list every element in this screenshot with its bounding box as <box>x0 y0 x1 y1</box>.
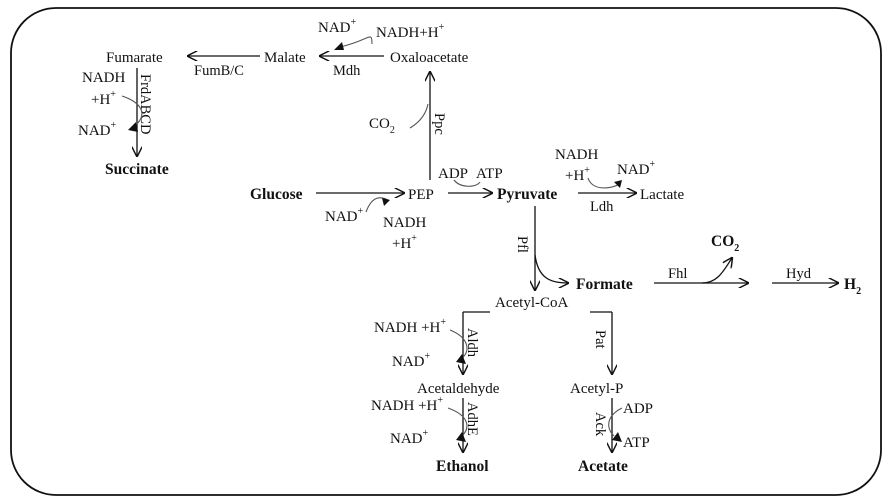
pfl-label: Pfl <box>514 236 530 253</box>
aldh-cofactor-curve <box>449 329 468 359</box>
gly-h-label: +H+ <box>392 233 417 252</box>
succinate-label: Succinate <box>105 161 169 178</box>
frdabcd-label: FrdABCD <box>137 74 153 134</box>
acetyl-coa-label: Acetyl-CoA <box>495 295 568 311</box>
pyruvate-label: Pyruvate <box>497 186 557 203</box>
fumarate-label: Fumarate <box>106 50 163 66</box>
frd-cofactor-curve <box>121 95 143 127</box>
gly-nad-label: NAD+ <box>325 206 364 225</box>
ldh-cofactor-arrowhead <box>614 180 622 188</box>
aldh-nad-label: NAD+ <box>392 351 431 370</box>
adhe-nadh-label: NADH +H+ <box>371 395 443 414</box>
adhe-cofactor-arrowhead <box>456 432 466 442</box>
acetaldehyde-label: Acetaldehyde <box>417 381 500 397</box>
ldh-nadh-label: NADH <box>555 147 598 163</box>
mdh-cofactor-curve <box>339 36 373 48</box>
adhe-nad-label: NAD+ <box>390 428 429 447</box>
fumbc-label: FumB/C <box>194 63 244 79</box>
frd-cofactor-arrowhead <box>128 122 138 132</box>
ldh-label: Ldh <box>590 199 614 215</box>
pk-adp-label: ADP <box>438 166 468 182</box>
mdh-nadh-label: NADH+H+ <box>376 22 445 41</box>
malate-label: Malate <box>264 50 306 66</box>
diagram-frame <box>10 7 882 496</box>
pfl-formate-branch <box>534 254 568 283</box>
mdh-cofactor-arrowhead <box>334 42 344 50</box>
ack-cofactor-arrowhead <box>612 432 622 442</box>
adhe-cofactor-curve <box>447 407 468 437</box>
gly-nadh-label: NADH <box>383 215 426 231</box>
pk-atp-label: ATP <box>476 166 503 182</box>
formate-label: Formate <box>576 276 633 293</box>
ldh-nad-label: NAD+ <box>617 159 656 178</box>
lactate-label: Lactate <box>640 187 684 203</box>
glucose-label: Glucose <box>250 186 303 203</box>
glycolysis-cofactor-arrowhead <box>382 198 390 206</box>
h2-label: H2 <box>844 276 861 297</box>
ppc-co2-label: CO2 <box>369 116 395 136</box>
fhl-co2-curve <box>701 258 732 284</box>
ack-adp-label: ADP <box>623 401 653 417</box>
mdh-label: Mdh <box>333 63 361 79</box>
acetyl-p-label: Acetyl-P <box>570 381 623 397</box>
frd-nadh-label: NADH <box>82 70 125 86</box>
ack-cofactor-curve <box>608 407 623 437</box>
ldh-cofactor-curve <box>587 177 621 189</box>
ppc-cofactor-curve <box>409 103 429 129</box>
pk-cofactor-curve <box>453 179 481 187</box>
ack-atp-label: ATP <box>623 435 650 451</box>
co2-product-label: CO2 <box>711 233 739 254</box>
adhe-label: AdhE <box>464 402 480 436</box>
fhl-label: Fhl <box>668 266 687 282</box>
pep-label: PEP <box>408 187 434 203</box>
ldh-h-label: +H+ <box>565 165 590 184</box>
aldh-cofactor-arrowhead <box>456 354 466 364</box>
ack-label: Ack <box>592 412 608 437</box>
hyd-label: Hyd <box>786 266 812 282</box>
ppc-label: Ppc <box>431 113 447 135</box>
mdh-nad-label: NAD+ <box>318 17 357 36</box>
pat-label: Pat <box>592 330 608 349</box>
ethanol-label: Ethanol <box>436 458 489 475</box>
aldh-nadh-label: NADH +H+ <box>374 317 446 336</box>
oxaloacetate-label: Oxaloacetate <box>390 50 469 66</box>
aldh-label: Aldh <box>464 328 480 358</box>
frd-nad-label: NAD+ <box>78 120 117 139</box>
frd-h-label: +H+ <box>91 89 116 108</box>
acetate-label: Acetate <box>578 458 628 475</box>
